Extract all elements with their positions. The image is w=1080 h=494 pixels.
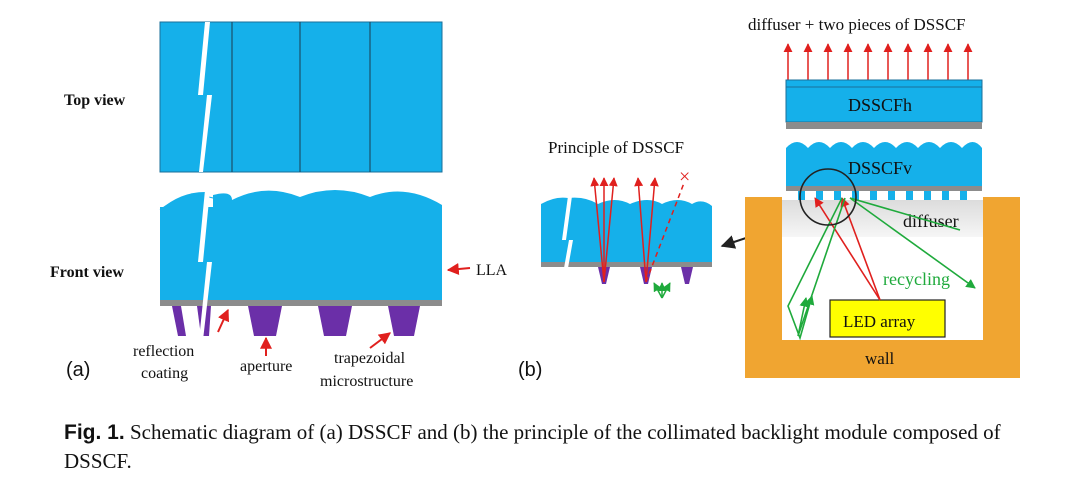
dsscfv-film	[786, 142, 982, 201]
dsscfv-label: DSSCFv	[848, 158, 912, 178]
recycling-label: recycling	[883, 269, 950, 289]
panel-b: Principle of DSSCF × diffuser + two piec…	[518, 15, 1020, 381]
backlight-rays	[787, 197, 976, 341]
principle-title: Principle of DSSCF	[548, 138, 684, 157]
caption-fig-number: Fig. 1.	[64, 421, 125, 444]
magnify-circle	[799, 168, 857, 226]
cross-mark: ×	[679, 166, 690, 188]
reflection-coating-label-1: reflection	[133, 343, 194, 360]
dsscfh-label: DSSCFh	[848, 95, 912, 115]
top-view-label: Top view	[64, 92, 126, 109]
front-view-film	[159, 190, 442, 340]
wall-box	[745, 197, 1020, 378]
aperture-label: aperture	[240, 358, 292, 375]
panel-a: Top view Front view LLA reflection coati…	[50, 21, 508, 390]
front-view-label: Front view	[50, 264, 124, 281]
panel-b-tag: (b)	[518, 359, 542, 381]
top-view-film	[159, 21, 443, 173]
led-label: LED array	[843, 312, 916, 331]
top-title: diffuser + two pieces of DSSCF	[748, 15, 966, 34]
panel-a-tag: (a)	[66, 359, 90, 381]
output-rays	[783, 43, 973, 80]
dsscfh-film	[785, 79, 983, 129]
wall-label: wall	[865, 349, 895, 368]
lla-label: LLA	[476, 262, 508, 279]
figure-caption: Fig. 1. Schematic diagram of (a) DSSCF a…	[64, 418, 1044, 476]
reflection-coating-label-2: coating	[141, 365, 188, 382]
principle-inset-film	[541, 177, 712, 299]
led-array-box	[829, 299, 946, 338]
figure-diagram: Top view Front view LLA reflection coati…	[50, 15, 1020, 390]
caption-text: Schematic diagram of (a) DSSCF and (b) t…	[64, 420, 1001, 473]
trapezoidal-label-1: trapezoidal	[334, 350, 406, 367]
trapezoidal-label-2: microstructure	[320, 373, 413, 390]
